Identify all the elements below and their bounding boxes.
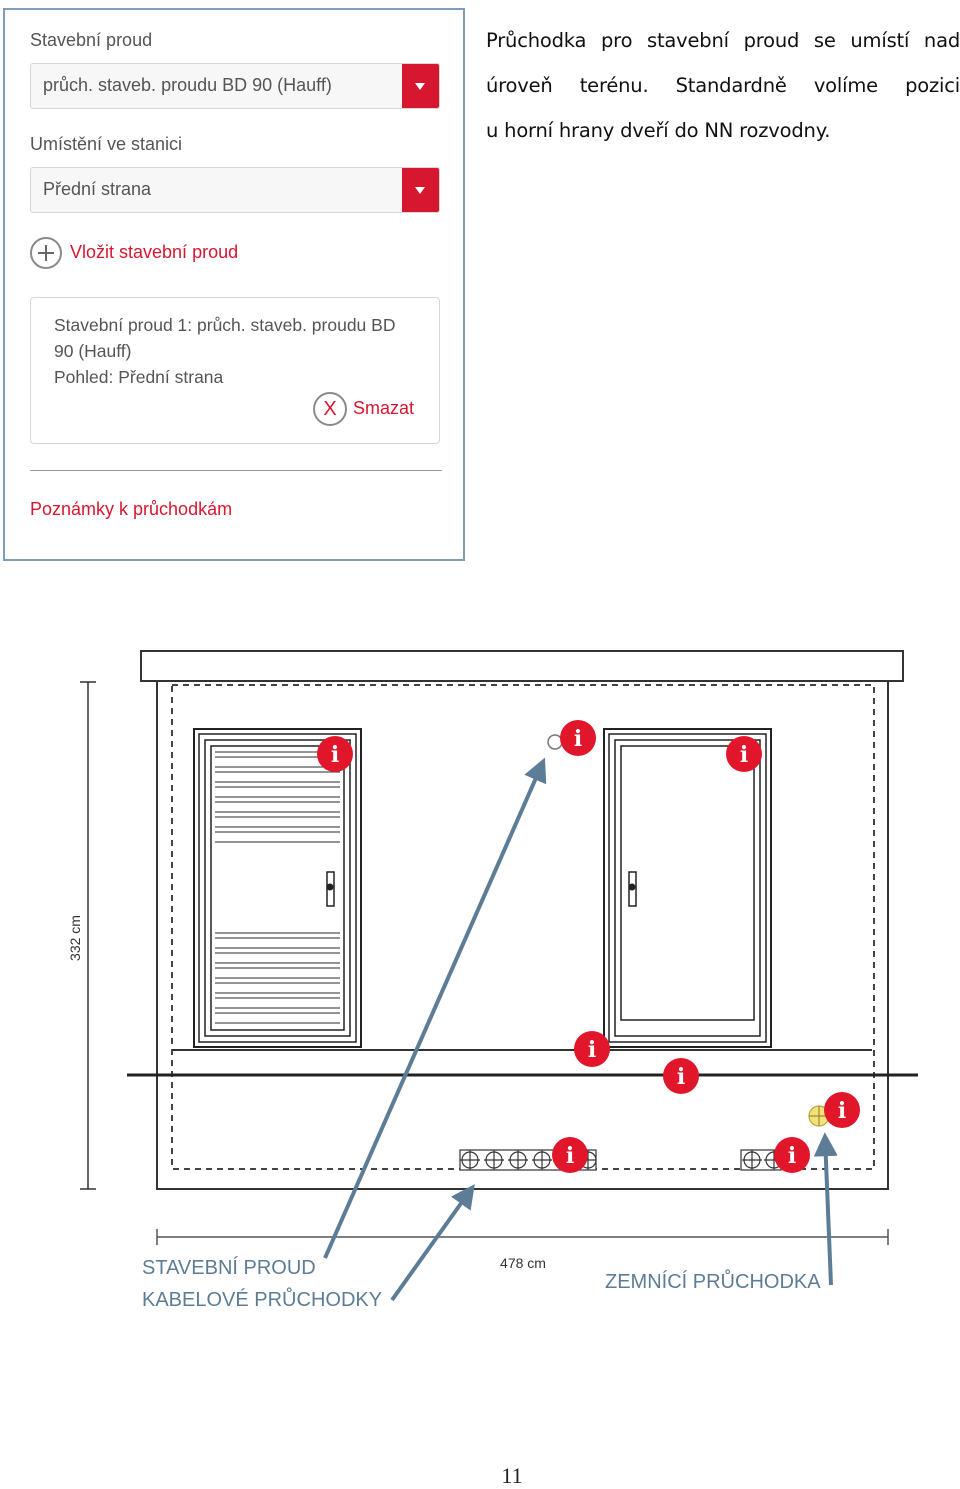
info-icon: i: [560, 720, 596, 756]
placement-select-value: Přední strana: [43, 179, 152, 199]
construction-power-select-value: průch. staveb. proudu BD 90 (Hauff): [43, 75, 332, 95]
close-circle-icon[interactable]: X: [313, 392, 347, 426]
add-construction-power-label[interactable]: Vložit stavební proud: [70, 242, 239, 262]
placement-label: Umístění ve stanici: [30, 134, 183, 154]
svg-text:i: i: [740, 742, 748, 768]
width-dimension-label: 478 cm: [500, 1255, 546, 1271]
svg-text:i: i: [566, 1143, 574, 1169]
card-line-1: Stavební proud 1: průch. staveb. proudu …: [54, 315, 396, 335]
construction-power-arrow: [323, 757, 547, 1259]
svg-text:i: i: [574, 726, 582, 752]
switchgear-door: [603, 728, 772, 1048]
divider: [30, 470, 442, 471]
chevron-down-icon[interactable]: [402, 64, 439, 108]
construction-power-label: Stavební proud: [30, 30, 153, 50]
height-dimension-line: [80, 681, 96, 1190]
construction-power-card: Stavební proud 1: průch. staveb. proudu …: [30, 297, 440, 444]
cable-bushings-callout: KABELOVÉ PRŮCHODKY: [142, 1287, 382, 1311]
bushing-notes-link[interactable]: Poznámky k průchodkám: [30, 499, 233, 519]
construction-power-bushing: [547, 734, 563, 750]
description-paragraph: Průchodka pro stavební proud se umístí n…: [486, 18, 960, 153]
info-icon: i: [774, 1137, 810, 1173]
svg-text:i: i: [788, 1143, 796, 1169]
construction-power-callout: STAVEBNÍ PROUD: [142, 1256, 316, 1279]
earthing-bushing-arrow: [813, 1132, 838, 1286]
cable-bushings-arrow: [390, 1184, 475, 1302]
info-icon: i: [726, 736, 762, 772]
earthing-bushing-callout: ZEMNÍCÍ PRŮCHODKA: [605, 1269, 821, 1293]
paragraph-line-1: Průchodka pro stavební proud se umístí n…: [486, 29, 960, 52]
svg-text:i: i: [588, 1037, 596, 1063]
svg-text:i: i: [838, 1098, 846, 1124]
width-dimension-line: [156, 1229, 889, 1245]
info-icon: i: [552, 1137, 588, 1173]
ventilated-door: [193, 728, 362, 1048]
info-icon: i: [317, 736, 353, 772]
paragraph-line-3: u horní hrany dveří do NN rozvodny.: [486, 119, 831, 142]
svg-text:i: i: [331, 742, 339, 768]
info-icon: i: [574, 1031, 610, 1067]
paragraph-line-2: úroveň terénu. Standardně volíme pozici: [486, 74, 960, 97]
delete-label[interactable]: Smazat: [353, 398, 415, 418]
construction-power-select[interactable]: průch. staveb. proudu BD 90 (Hauff): [30, 63, 440, 109]
card-line-3: Pohled: Přední strana: [54, 367, 224, 387]
page-number: 11: [501, 1463, 523, 1488]
info-icon: i: [663, 1058, 699, 1094]
chevron-down-icon[interactable]: [402, 168, 439, 212]
station-front-view-drawing: i i i i i i i i 332 cm 478 cm STAVEBNÍ P…: [67, 650, 918, 1311]
placement-select[interactable]: Přední strana: [30, 167, 440, 213]
height-dimension-label: 332 cm: [67, 915, 83, 961]
construction-power-panel: Stavební proud průch. staveb. proudu BD …: [3, 8, 465, 561]
card-line-2: 90 (Hauff): [54, 341, 132, 361]
plus-circle-icon[interactable]: [30, 237, 62, 269]
svg-text:i: i: [677, 1064, 685, 1090]
info-icon: i: [824, 1092, 860, 1128]
roof-slab: [140, 650, 904, 682]
